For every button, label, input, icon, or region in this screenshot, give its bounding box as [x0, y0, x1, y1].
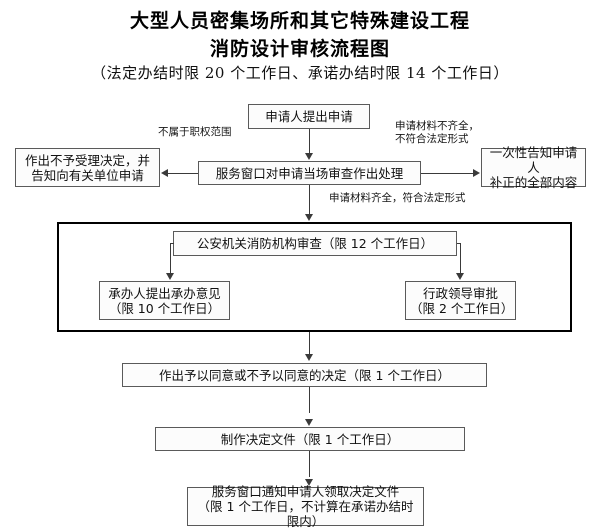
- connector-decision-to-document: [309, 387, 310, 413]
- node-applicant-submit[interactable]: 申请人提出申请: [248, 104, 370, 129]
- connector-review-right-stub: [457, 243, 461, 244]
- connector-window-to-fire-review: [309, 185, 310, 217]
- arrowhead-decision-to-document: [304, 419, 313, 426]
- node-leader-approval-label: 行政领导审批 （限 2 个工作日）: [406, 286, 515, 316]
- connector-applicant-to-window: [309, 129, 310, 157]
- edge-label-out-of-scope: 不属于职权范围: [158, 126, 232, 138]
- edge-label-incomplete-materials: 申请材料不齐全， 不符合法定形式: [395, 120, 479, 145]
- node-notify-correction-label: 一次性告知申请人 补正的全部内容: [482, 145, 585, 190]
- node-fire-agency-review[interactable]: 公安机关消防机构审查（限 12 个工作日）: [173, 231, 457, 256]
- node-decision[interactable]: 作出予以同意或不予以同意的决定（限 1 个工作日）: [122, 363, 487, 387]
- connector-window-to-not-accepted: [168, 173, 198, 174]
- node-service-window-review-label: 服务窗口对申请当场审查作出处理: [215, 165, 404, 181]
- node-notify-pickup-label: 服务窗口通知申请人领取决定文件 （限 1 个工作日，不计算在承诺办结时限内）: [188, 484, 423, 529]
- node-not-accepted-line2: 告知向有关单位申请: [31, 167, 144, 183]
- node-notify-correction-line1: 一次性告知申请人: [489, 145, 578, 175]
- edge-label-complete-materials: 申请材料齐全，符合法定形式: [329, 192, 466, 204]
- arrowhead-window-to-notify-correction: [473, 168, 480, 177]
- node-decision-label: 作出予以同意或不予以同意的决定（限 1 个工作日）: [159, 367, 450, 383]
- arrowhead-window-to-fire-review: [304, 214, 313, 221]
- connector-window-to-notify-correction: [421, 173, 474, 174]
- connector-frame-to-decision: [309, 332, 310, 356]
- node-handler-opinion-line1: 承办人提出承办意见: [108, 285, 221, 301]
- node-fire-agency-review-label: 公安机关消防机构审查（限 12 个工作日）: [196, 236, 434, 251]
- page-subtitle: （法定办结时限 20 个工作日、承诺办结时限 14 个工作日）: [91, 64, 509, 82]
- arrowhead-review-to-handler: [165, 273, 174, 280]
- page-title-line1: 大型人员密集场所和其它特殊建设工程: [129, 10, 470, 32]
- node-notify-correction[interactable]: 一次性告知申请人 补正的全部内容: [481, 145, 586, 190]
- node-service-window-review[interactable]: 服务窗口对申请当场审查作出处理: [198, 161, 421, 185]
- node-leader-approval[interactable]: 行政领导审批 （限 2 个工作日）: [405, 281, 516, 320]
- node-handler-opinion-label: 承办人提出承办意见 （限 10 个工作日）: [104, 286, 225, 316]
- node-leader-approval-line1: 行政领导审批: [422, 285, 498, 301]
- page-title-line2: 消防设计审核流程图: [209, 38, 390, 60]
- node-applicant-submit-label: 申请人提出申请: [265, 109, 353, 124]
- node-notify-pickup-line2: （限 1 个工作日，不计算在承诺办结时限内）: [197, 499, 414, 529]
- node-notify-pickup-line1: 服务窗口通知申请人领取决定文件: [211, 484, 400, 499]
- arrowhead-applicant-to-window: [304, 153, 313, 160]
- arrowhead-review-to-leader: [455, 273, 464, 280]
- node-not-accepted-label: 作出不予受理决定，并 告知向有关单位申请: [21, 153, 154, 183]
- connector-review-left-stub: [170, 243, 174, 244]
- connector-document-to-pickup: [309, 451, 310, 477]
- node-notify-correction-line2: 补正的全部内容: [489, 175, 578, 190]
- node-make-document-label: 制作决定文件（限 1 个工作日）: [220, 431, 400, 447]
- node-make-document[interactable]: 制作决定文件（限 1 个工作日）: [155, 427, 465, 451]
- agency-review-frame: [57, 222, 572, 332]
- node-notify-pickup[interactable]: 服务窗口通知申请人领取决定文件 （限 1 个工作日，不计算在承诺办结时限内）: [187, 484, 424, 529]
- connector-review-to-handler: [170, 243, 171, 276]
- node-handler-opinion[interactable]: 承办人提出承办意见 （限 10 个工作日）: [99, 281, 230, 320]
- arrowhead-window-to-not-accepted: [161, 168, 168, 177]
- connector-review-to-leader: [460, 243, 461, 276]
- node-not-accepted[interactable]: 作出不予受理决定，并 告知向有关单位申请: [15, 148, 160, 187]
- arrowhead-frame-to-decision: [304, 354, 313, 361]
- node-handler-opinion-line2: （限 10 个工作日）: [108, 300, 221, 316]
- node-not-accepted-line1: 作出不予受理决定，并: [24, 152, 150, 168]
- node-leader-approval-line2: （限 2 个工作日）: [410, 300, 514, 316]
- arrowhead-document-to-pickup: [304, 479, 313, 486]
